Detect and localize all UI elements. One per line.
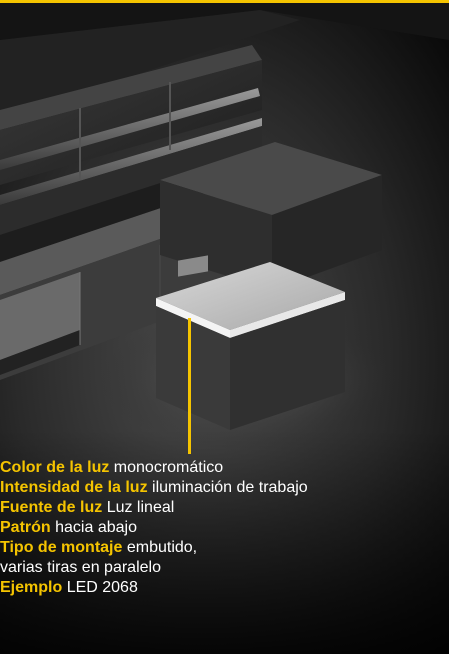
spec-value: monocromático [113, 459, 224, 476]
kitchen-island [156, 255, 345, 430]
spec-value: varias tiras en paralelo [0, 559, 161, 576]
spec-pattern: Patrón hacia abajo [0, 518, 449, 538]
spec-light-source: Fuente de luz Luz lineal [0, 498, 449, 518]
top-accent-rule [0, 0, 449, 3]
spec-label: Fuente de luz [0, 499, 103, 516]
spec-light-color: Color de la luz monocromático [0, 458, 449, 478]
spec-example: Ejemplo LED 2068 [0, 578, 449, 598]
spec-light-intensity: Intensidad de la luz iluminación de trab… [0, 478, 449, 498]
spec-label: Patrón [0, 519, 51, 536]
spec-mounting-type-continued: varias tiras en paralelo [0, 558, 449, 578]
light-spec-list: Color de la luz monocromático Intensidad… [0, 458, 449, 598]
spec-label: Tipo de montaje [0, 539, 123, 556]
spec-label: Color de la luz [0, 459, 110, 476]
spec-label: Ejemplo [0, 579, 63, 596]
spec-mounting-type: Tipo de montaje embutido, [0, 538, 449, 558]
spec-value: LED 2068 [66, 579, 138, 596]
spec-value: embutido, [126, 539, 198, 556]
spec-value: iluminación de trabajo [152, 479, 308, 496]
spec-value: Luz lineal [106, 499, 175, 516]
spec-value: hacia abajo [55, 519, 137, 536]
callout-pointer-line [188, 318, 191, 454]
spec-label: Intensidad de la luz [0, 479, 148, 496]
